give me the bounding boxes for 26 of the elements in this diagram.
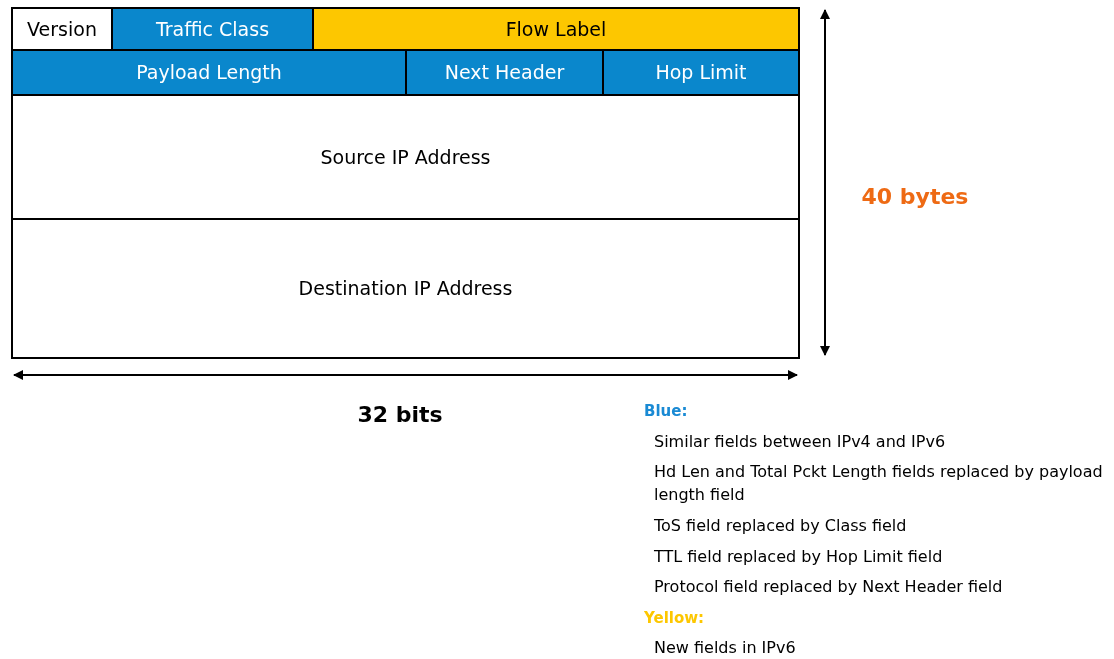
legend-note: Hd Len and Total Pckt Length fields replaced by payload length field	[654, 461, 1104, 506]
header-field	[11, 7, 113, 51]
header-field	[405, 49, 604, 96]
field-label: Version	[27, 16, 97, 42]
header-field	[602, 49, 800, 96]
header-field	[111, 7, 314, 51]
header-field	[312, 7, 800, 51]
legend-note: ToS field replaced by Class field	[654, 515, 908, 537]
header-field	[11, 94, 800, 220]
field-label: Payload Length	[136, 60, 282, 86]
legend-note: TTL field replaced by Hop Limit field	[654, 546, 944, 568]
legend-note: Similar fields between IPv4 and IPv6	[654, 431, 947, 453]
header-field	[11, 218, 800, 359]
field-label: Flow Label	[505, 16, 607, 42]
field-label: Source IP Address	[320, 144, 491, 170]
field-label: Next Header	[444, 60, 565, 86]
field-label: Hop Limit	[655, 60, 747, 86]
field-label: Traffic Class	[155, 16, 270, 42]
legend-note: Protocol field replaced by Next Header field	[654, 576, 1004, 598]
legend-note: New fields in IPv6	[654, 637, 797, 659]
dimension-label: 32 bits	[356, 401, 444, 429]
legend-heading: Blue:	[644, 401, 688, 422]
dimension-label: 40 bytes	[860, 183, 970, 211]
header-field	[11, 49, 407, 96]
field-label: Destination IP Address	[298, 276, 513, 302]
legend-heading: Yellow:	[644, 608, 705, 629]
